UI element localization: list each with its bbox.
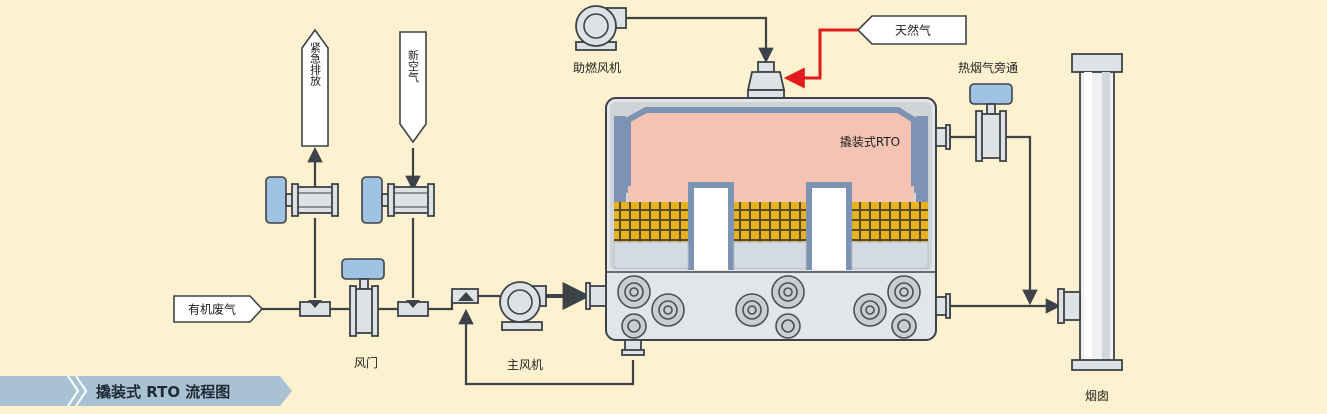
- rto-nozzles: [585, 124, 951, 356]
- fresh-air-label: 新空气: [407, 48, 420, 82]
- emergency-vent-valve: [265, 176, 339, 224]
- poppet-valve-7: [853, 293, 887, 327]
- title-banner: 撬装式 RTO 流程图: [0, 375, 292, 407]
- fresh-air-valve: [361, 176, 435, 224]
- piping: [262, 16, 1062, 386]
- organic-waste-gas-inlet: 有机废气: [173, 295, 264, 323]
- damper-label: 风门: [354, 355, 378, 370]
- poppet-valve-6: [775, 313, 801, 339]
- hot-flue-bypass-valve: 热烟气旁通: [958, 60, 1018, 162]
- diagram-title: 撬装式 RTO 流程图: [96, 383, 230, 401]
- poppet-valve-8: [887, 275, 921, 309]
- ceramic-bed-3: [850, 202, 928, 242]
- hot-flue-bypass-label: 热烟气旁通: [958, 60, 1018, 75]
- chimney-label: 烟囱: [1085, 389, 1109, 403]
- fresh-air-inlet: 新空气: [399, 31, 427, 144]
- poppet-valve-2: [651, 293, 685, 327]
- main-fan-label: 主风机: [507, 358, 543, 372]
- poppet-valve-5: [771, 275, 805, 309]
- combustion-fan-label: 助燃风机: [573, 60, 621, 75]
- emergency-vent-outlet: 紧急排放: [301, 28, 329, 147]
- emergency-vent-label: 紧急排放: [309, 42, 322, 86]
- rto-label: 撬装式RTO: [840, 135, 900, 149]
- damper: 风门: [341, 258, 385, 370]
- natural-gas-label: 天然气: [895, 23, 931, 38]
- poppet-valve-4: [735, 293, 769, 327]
- poppet-valve-3: [621, 313, 647, 339]
- tee-junction-recirculation: [451, 288, 479, 304]
- poppet-valve-9: [891, 313, 917, 339]
- rto-unit: 撬装式RTO: [605, 97, 937, 341]
- poppet-valve-1: [617, 275, 651, 309]
- combustion-fan: 助燃风机: [573, 5, 627, 75]
- main-fan: 主风机: [499, 281, 547, 372]
- chimney: 烟囱: [1057, 53, 1123, 403]
- tee-junction-fresh-air: [397, 300, 429, 317]
- ceramic-bed-2: [732, 202, 808, 242]
- tee-junction-vent: [299, 300, 331, 317]
- rto-poppet-valves: [617, 275, 921, 339]
- ceramic-bed-1: [614, 202, 690, 242]
- natural-gas-inlet: 天然气: [856, 15, 967, 45]
- organic-waste-gas-label: 有机废气: [188, 302, 236, 317]
